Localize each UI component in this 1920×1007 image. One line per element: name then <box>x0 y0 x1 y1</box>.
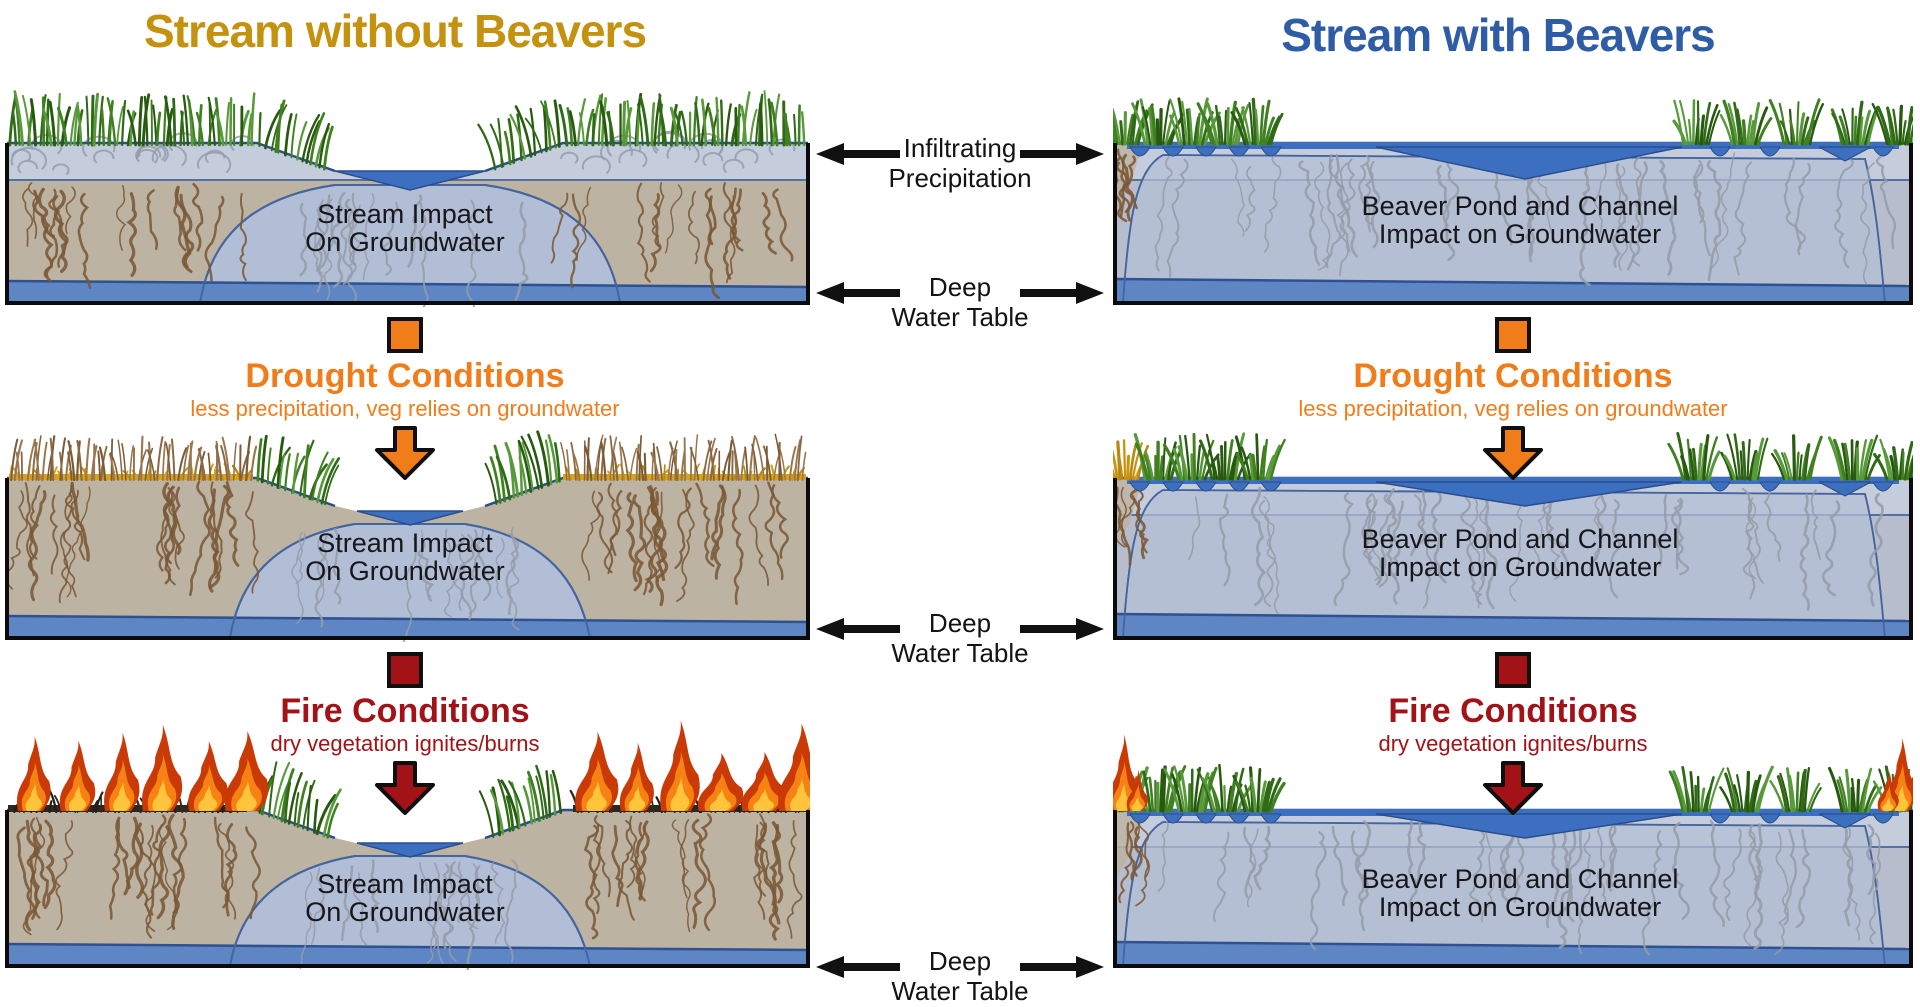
fire-subtitle: dry vegetation ignites/burns <box>1378 731 1648 756</box>
deep-water-line2: Water Table <box>891 976 1029 1006</box>
right-arrow-icon <box>1020 282 1104 304</box>
deep-water-line1: Deep <box>928 272 992 302</box>
drought-title: Drought Conditions <box>1353 357 1673 395</box>
down-arrow-icon <box>1483 761 1543 815</box>
svg-text:On Groundwater: On Groundwater <box>305 227 505 257</box>
left-arrow-icon <box>816 143 900 165</box>
drought-subtitle: less precipitation, veg relies on ground… <box>190 396 620 421</box>
drought-square-icon <box>387 317 423 353</box>
drought-square-icon <box>1495 317 1531 353</box>
fire-subtitle: dry vegetation ignites/burns <box>270 731 540 756</box>
fire-square-icon <box>387 652 423 688</box>
deep-water-line1: Deep <box>928 946 992 976</box>
drought-header-right: Drought Conditions less precipitation, v… <box>1273 317 1753 480</box>
svg-text:Beaver Pond and Channel: Beaver Pond and Channel <box>1362 191 1679 221</box>
deep-water-table-label-2: Deep Water Table <box>810 608 1110 668</box>
svg-text:On Groundwater: On Groundwater <box>305 897 505 927</box>
right-column-title: Stream with Beavers <box>1281 9 1716 61</box>
fire-title: Fire Conditions <box>280 692 530 730</box>
svg-text:Impact on Groundwater: Impact on Groundwater <box>1379 219 1661 249</box>
fire-square-icon <box>1495 652 1531 688</box>
svg-text:Impact on Groundwater: Impact on Groundwater <box>1379 892 1661 922</box>
svg-text:Stream Impact: Stream Impact <box>317 869 493 899</box>
svg-text:Beaver Pond and Channel: Beaver Pond and Channel <box>1362 524 1679 554</box>
infiltrating-line2: Precipitation <box>888 163 1032 193</box>
infiltrating-line1: Infiltrating <box>903 133 1017 163</box>
left-arrow-icon <box>816 282 900 304</box>
left-arrow-icon <box>816 956 900 978</box>
infiltrating-precipitation-label: Infiltrating Precipitation <box>810 133 1110 193</box>
deep-water-table-label-1: Deep Water Table <box>810 272 1110 332</box>
down-arrow-icon <box>1483 426 1543 480</box>
drought-subtitle: less precipitation, veg relies on ground… <box>1298 396 1728 421</box>
fire-header-left: Fire Conditions dry vegetation ignites/b… <box>165 652 645 815</box>
svg-text:Stream Impact: Stream Impact <box>317 199 493 229</box>
right-arrow-icon <box>1020 143 1104 165</box>
deep-water-line2: Water Table <box>891 302 1029 332</box>
deep-water-line2: Water Table <box>891 638 1029 668</box>
svg-text:Impact on Groundwater: Impact on Groundwater <box>1379 552 1661 582</box>
fire-header-right: Fire Conditions dry vegetation ignites/b… <box>1273 652 1753 815</box>
down-arrow-icon <box>375 426 435 480</box>
left-column-title: Stream without Beavers <box>143 5 647 57</box>
down-arrow-icon <box>375 761 435 815</box>
drought-title: Drought Conditions <box>245 357 565 395</box>
svg-text:Stream Impact: Stream Impact <box>317 528 493 558</box>
left-arrow-icon <box>816 618 900 640</box>
drought-header-left: Drought Conditions less precipitation, v… <box>165 317 645 480</box>
svg-text:Beaver Pond and Channel: Beaver Pond and Channel <box>1362 864 1679 894</box>
right-arrow-icon <box>1020 618 1104 640</box>
fire-title: Fire Conditions <box>1388 692 1638 730</box>
deep-water-line1: Deep <box>928 608 992 638</box>
right-arrow-icon <box>1020 956 1104 978</box>
svg-text:On Groundwater: On Groundwater <box>305 556 505 586</box>
deep-water-table-label-3: Deep Water Table <box>810 946 1110 1006</box>
